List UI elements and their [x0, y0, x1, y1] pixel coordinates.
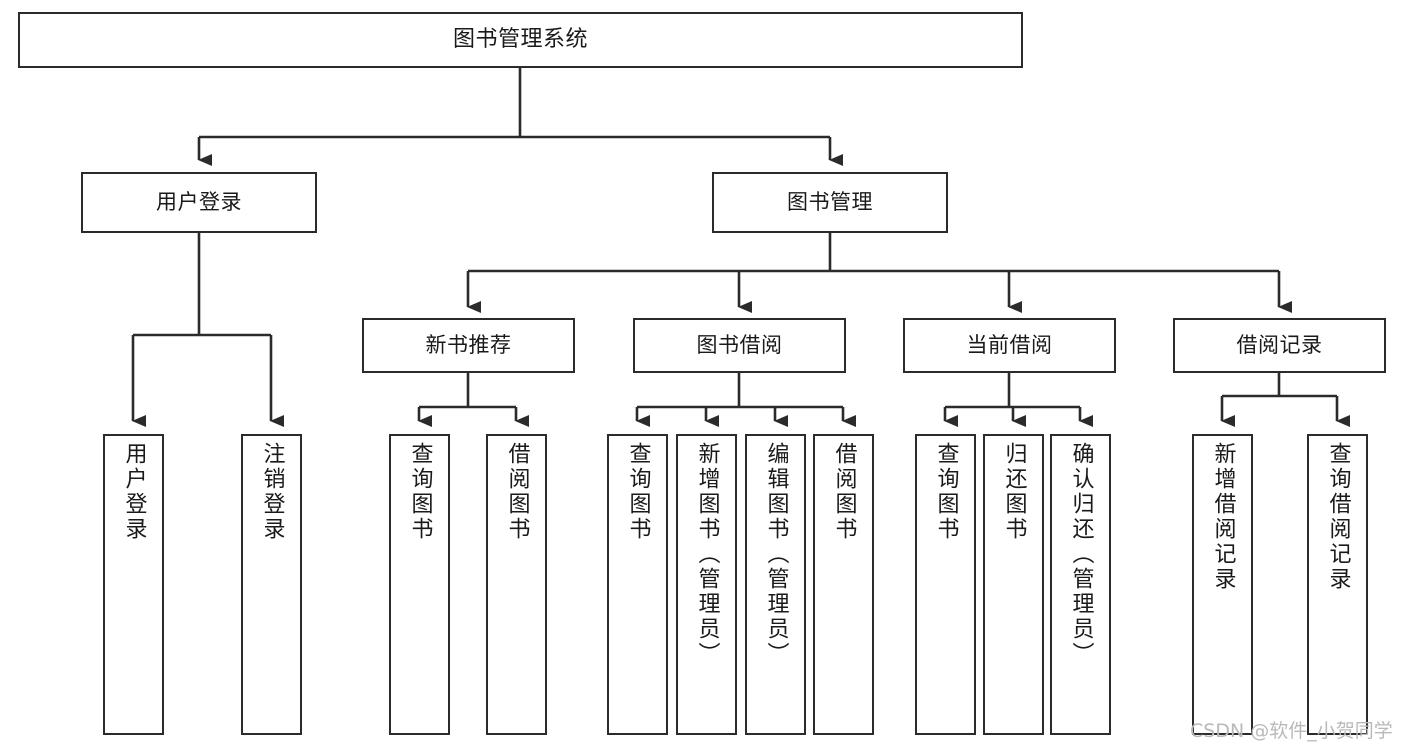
node-label: 查询借阅记录 — [1325, 442, 1351, 592]
node-label: 借阅图书 — [504, 442, 530, 542]
node-label: 借阅图书 — [831, 442, 857, 542]
node-leaf-confirm-return-admin[interactable]: 确认归还（管理员） — [1050, 434, 1111, 735]
node-label: 借阅记录 — [1236, 333, 1323, 358]
node-label: 编辑图书（管理员） — [763, 442, 789, 667]
node-label: 图书管理 — [787, 190, 873, 215]
node-label: 查询图书 — [407, 442, 433, 542]
node-leaf-query-borrow-record[interactable]: 查询借阅记录 — [1307, 434, 1368, 735]
node-label: 查询图书 — [933, 442, 959, 542]
node-leaf-logout[interactable]: 注销登录 — [241, 434, 302, 735]
node-leaf-query-book-borrow[interactable]: 查询图书 — [607, 434, 668, 735]
node-user-login[interactable]: 用户登录 — [81, 172, 317, 233]
node-current-borrow[interactable]: 当前借阅 — [903, 318, 1116, 373]
node-label: 当前借阅 — [966, 333, 1053, 358]
node-label: 新增图书（管理员） — [694, 442, 720, 667]
node-label: 确认归还（管理员） — [1068, 442, 1094, 667]
node-label: 新书推荐 — [425, 333, 512, 358]
node-leaf-user-login[interactable]: 用户登录 — [103, 434, 164, 735]
node-label: 用户登录 — [121, 442, 147, 542]
watermark-text: CSDN @软件_小贺同学 — [1190, 720, 1393, 742]
node-label: 查询图书 — [625, 442, 651, 542]
node-leaf-query-book-new[interactable]: 查询图书 — [389, 434, 450, 735]
node-label: 用户登录 — [156, 190, 242, 215]
node-book-management[interactable]: 图书管理 — [712, 172, 948, 233]
node-leaf-borrow-book-new[interactable]: 借阅图书 — [486, 434, 547, 735]
node-new-book-recommend[interactable]: 新书推荐 — [362, 318, 575, 373]
node-borrow-records[interactable]: 借阅记录 — [1173, 318, 1386, 373]
node-label: 归还图书 — [1001, 442, 1027, 542]
node-root-system[interactable]: 图书管理系统 — [18, 12, 1023, 68]
node-label: 图书管理系统 — [452, 27, 588, 53]
node-leaf-edit-book-admin[interactable]: 编辑图书（管理员） — [745, 434, 806, 735]
node-label: 注销登录 — [259, 442, 285, 542]
node-label: 新增借阅记录 — [1210, 442, 1236, 592]
node-leaf-add-book-admin[interactable]: 新增图书（管理员） — [676, 434, 737, 735]
node-label: 图书借阅 — [696, 333, 783, 358]
node-leaf-return-book[interactable]: 归还图书 — [983, 434, 1044, 735]
node-leaf-add-borrow-record[interactable]: 新增借阅记录 — [1192, 434, 1253, 735]
node-leaf-borrow-book[interactable]: 借阅图书 — [813, 434, 874, 735]
node-leaf-query-book-current[interactable]: 查询图书 — [915, 434, 976, 735]
node-book-borrow[interactable]: 图书借阅 — [633, 318, 846, 373]
